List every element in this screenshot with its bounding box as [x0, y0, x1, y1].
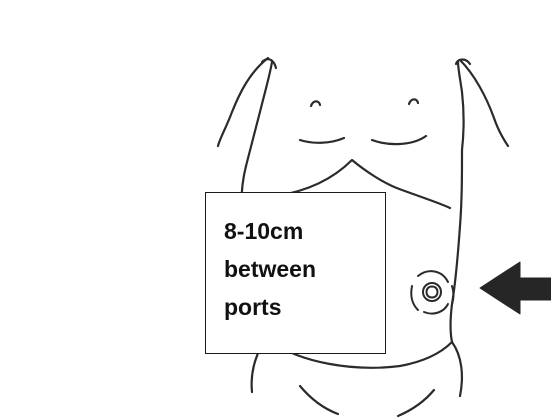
left-shoulder: [262, 59, 276, 68]
right-hip: [452, 342, 462, 396]
left-nipple: [311, 101, 320, 106]
callout-line-2: between: [224, 250, 384, 288]
groin-left: [300, 386, 338, 414]
left-pectoral-line: [300, 138, 344, 143]
left-arm-outline: [218, 58, 268, 146]
right-arm-outline: [460, 60, 508, 146]
direction-arrow-icon: [480, 262, 551, 314]
groin-right: [398, 390, 434, 416]
right-nipple: [409, 99, 418, 104]
callout-label: 8-10cm between ports: [224, 212, 384, 326]
callout-line-1: 8-10cm: [224, 212, 384, 250]
right-pectoral-line: [372, 136, 426, 144]
right-arm-inner-outline: [458, 62, 464, 150]
stoma-icon: [411, 271, 453, 313]
callout-line-3: ports: [224, 288, 384, 326]
right-torso-side: [451, 150, 463, 342]
